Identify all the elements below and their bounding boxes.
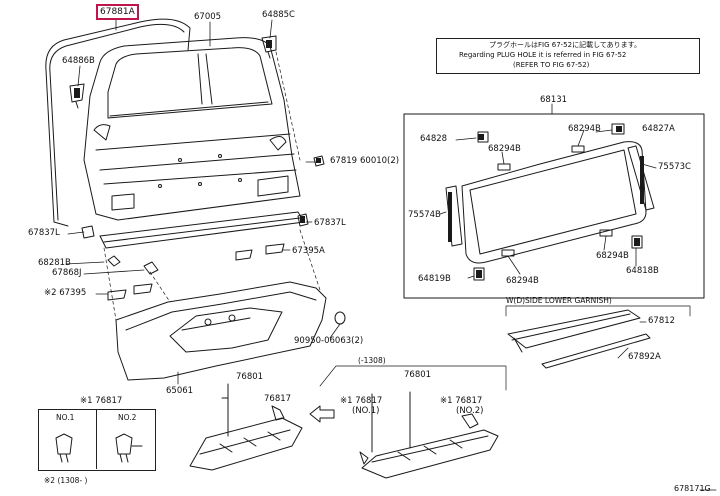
- label-67395: ※2 67395: [44, 288, 87, 298]
- bracket-64886b: [69, 83, 85, 109]
- pad-67395a: [235, 243, 285, 261]
- clip-67837l-left: [81, 225, 95, 239]
- legend-no2: NO.2: [118, 413, 137, 422]
- label-76801-right: 76801: [404, 370, 432, 380]
- label-64827a: 64827A: [642, 124, 675, 134]
- side-lower-garnish: [505, 305, 691, 369]
- legend-title: ※1 76817: [80, 396, 123, 406]
- bolt-90950: [334, 311, 346, 325]
- arrow-left-icon: [309, 405, 335, 423]
- dashed-guides-left: [103, 51, 321, 321]
- legend-divider: [96, 409, 97, 469]
- label-67819: 67819: [330, 156, 358, 166]
- label-64886b: 64886B: [62, 56, 95, 66]
- back-door-67005: [83, 37, 301, 221]
- label-67881a[interactable]: 67881A: [96, 4, 139, 20]
- label-75573c: 75573C: [658, 162, 691, 172]
- label-64828: 64828: [420, 134, 448, 144]
- label-1308-mid: (-1308): [358, 356, 386, 365]
- label-90950: 90950-06063(2): [294, 336, 364, 346]
- legend-box: [38, 409, 156, 471]
- label-76801-left: 76801: [236, 372, 264, 382]
- legend-no1: NO.1: [56, 413, 75, 422]
- label-64818b: 64818B: [626, 266, 659, 276]
- leader-lines-glass: [439, 103, 657, 279]
- figure-code: 678171G: [674, 484, 711, 493]
- label-68281b: 68281B: [38, 258, 71, 268]
- label-65061: 65061: [166, 386, 194, 396]
- footnote: ※2 (1308- ): [44, 476, 88, 485]
- label-64885c: 64885C: [262, 10, 295, 20]
- label-67395a: 67395A: [292, 246, 325, 256]
- label-75574b: 75574B: [408, 210, 441, 220]
- label-67892a: 67892A: [628, 352, 661, 362]
- note-line-3: (REFER TO FIG 67-52): [513, 61, 590, 69]
- label-76817-no1: ※1 76817: [340, 396, 383, 406]
- garnish-68281b: [99, 211, 305, 275]
- glass-frame-68131: [403, 113, 705, 299]
- garnish-panel-65061: [115, 281, 327, 381]
- label-67837l-left: 67837L: [28, 228, 60, 238]
- garnish-76801-left: [189, 383, 303, 471]
- clip-67819: [313, 155, 325, 167]
- weatherstrip-67881a: [45, 18, 191, 227]
- label-67812: 67812: [648, 316, 676, 326]
- label-64819b: 64819B: [418, 274, 451, 284]
- label-68294b-1: 68294B: [488, 144, 521, 154]
- label-76817-no1-sub: (NO.1): [352, 406, 380, 416]
- label-67837l-right: 67837L: [314, 218, 346, 228]
- garnish-76801-right: [319, 365, 507, 479]
- label-76817-left: 76817: [264, 394, 292, 404]
- label-68294b-2: 68294B: [568, 124, 601, 134]
- label-67868j: 67868J: [52, 268, 82, 278]
- label-76817-no2-sub: (NO.2): [456, 406, 484, 416]
- hinge-clip-64885c: [261, 35, 277, 59]
- note-line-1: プラグホールはFIG 67-52に記載してあります。: [489, 41, 641, 49]
- label-67005: 67005: [194, 12, 222, 22]
- label-68294b-4: 68294B: [506, 276, 539, 286]
- label-wside-caption: W(D)SIDE LOWER GARNISH): [506, 296, 612, 305]
- note-line-2: Regarding PLUG HOLE it is referred in FI…: [459, 51, 627, 59]
- legend-clip-icons: [55, 433, 143, 463]
- plug-hole-note: プラグホールはFIG 67-52に記載してあります。 Regarding PLU…: [436, 38, 700, 74]
- label-68131: 68131: [540, 95, 568, 105]
- label-68294b-3: 68294B: [596, 251, 629, 261]
- solid-accents: [74, 40, 644, 278]
- leader-lines-left: [65, 19, 341, 385]
- label-60010: 60010(2): [360, 156, 400, 166]
- label-76817-no2: ※1 76817: [440, 396, 483, 406]
- pad-67395: [107, 283, 153, 301]
